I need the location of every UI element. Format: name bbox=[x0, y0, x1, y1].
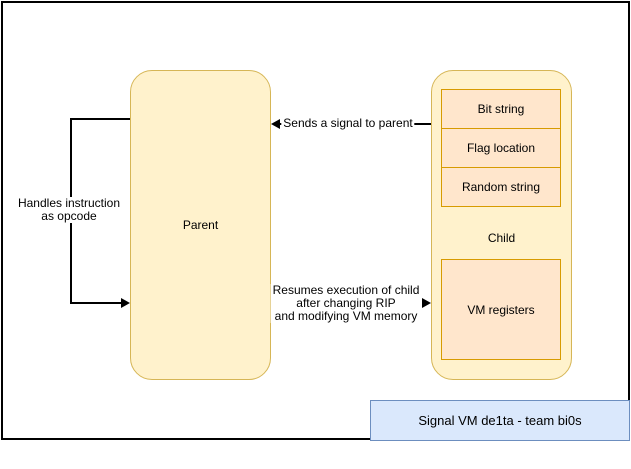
slot-flag-location-label: Flag location bbox=[466, 141, 536, 155]
resume-edge-label-line1: Resumes execution of child bbox=[272, 283, 420, 297]
opcode-loop-label-line2: as opcode bbox=[41, 209, 97, 223]
parent-node-label: Parent bbox=[182, 218, 219, 232]
slot-bit-string-label: Bit string bbox=[477, 102, 525, 116]
parent-node: Parent bbox=[130, 70, 271, 380]
child-node-label: Child bbox=[487, 231, 516, 245]
resume-edge-label: Resumes execution of child after changin… bbox=[270, 283, 422, 323]
opcode-loop-top-line bbox=[70, 118, 130, 120]
vm-registers-label: VM registers bbox=[467, 302, 535, 317]
resume-edge-label-line3: and modifying VM memory bbox=[274, 309, 418, 323]
slot-bit-string: Bit string bbox=[441, 89, 561, 129]
signal-edge-label: Sends a signal to parent bbox=[281, 116, 415, 130]
diagram-title-label: Signal VM de1ta - team bi0s bbox=[418, 413, 582, 428]
opcode-loop-arrowhead-icon bbox=[121, 298, 130, 308]
slot-flag-location: Flag location bbox=[441, 128, 561, 168]
signal-edge-arrowhead-icon bbox=[271, 119, 280, 129]
diagram-title-box: Signal VM de1ta - team bi0s bbox=[370, 400, 630, 441]
opcode-loop-bottom-line bbox=[70, 302, 121, 304]
resume-edge-label-line2: after changing RIP bbox=[296, 296, 396, 310]
child-slot-list: Bit string Flag location Random string bbox=[441, 89, 561, 207]
opcode-loop-label-line1: Handles instruction bbox=[17, 196, 121, 210]
diagram-frame bbox=[1, 1, 630, 440]
opcode-loop-label: Handles instruction as opcode bbox=[15, 196, 123, 223]
vm-registers-box: VM registers bbox=[441, 259, 561, 360]
slot-random-string: Random string bbox=[441, 167, 561, 207]
slot-random-string-label: Random string bbox=[461, 180, 541, 194]
resume-edge-arrowhead-icon bbox=[422, 298, 431, 308]
